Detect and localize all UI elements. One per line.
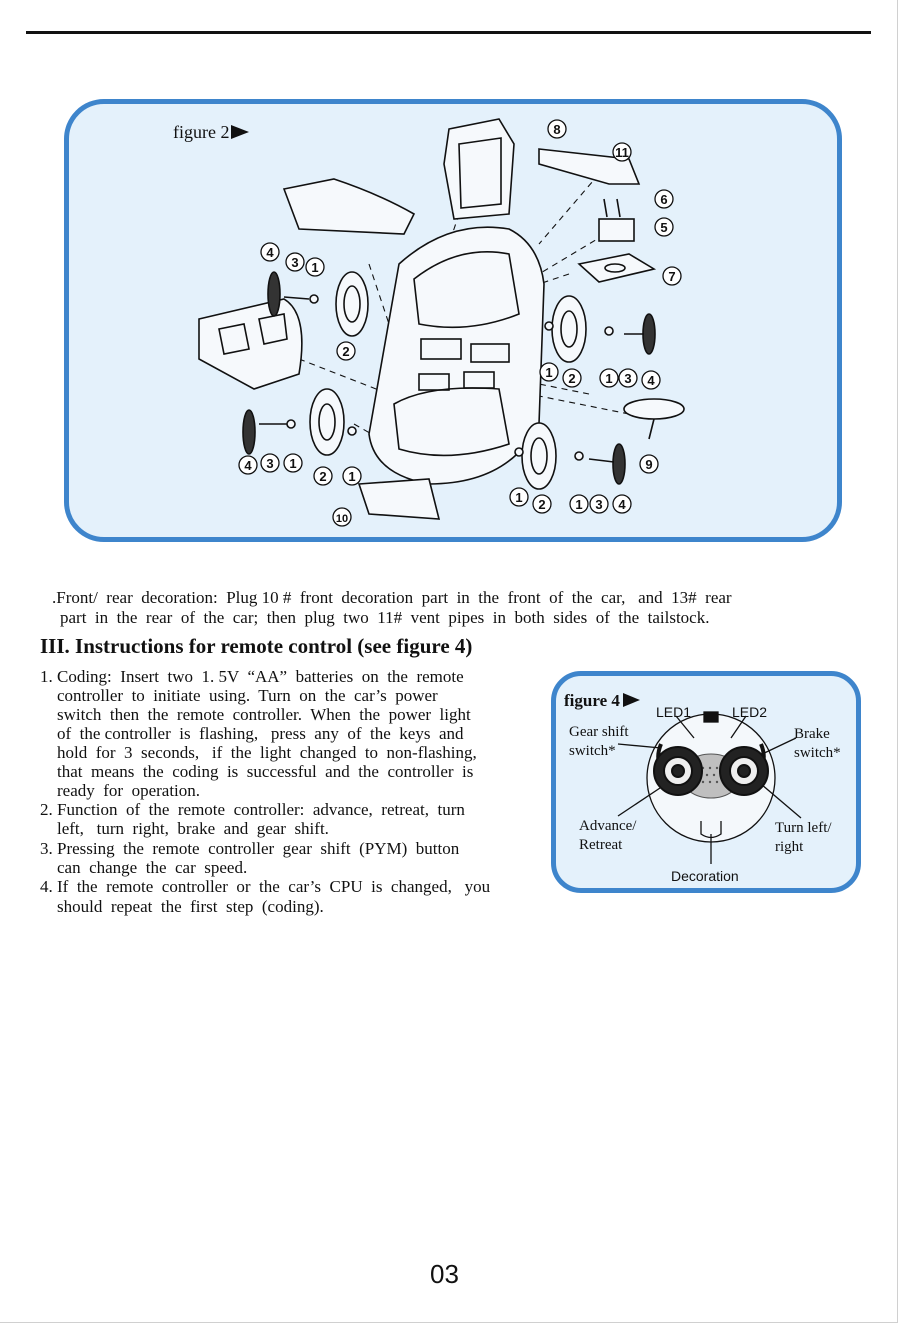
- callout-1: 1: [289, 456, 296, 471]
- instruction-line: controller to initiate using. Turn on th…: [40, 686, 438, 705]
- callout-3: 3: [266, 456, 273, 471]
- brake-label: Brake: [794, 726, 830, 742]
- callout-5: 5: [660, 220, 667, 235]
- decoration-label: Decoration: [671, 868, 739, 884]
- callout-7: 7: [668, 269, 675, 284]
- advance-label: Advance/: [579, 818, 637, 834]
- callout-3: 3: [291, 255, 298, 270]
- instruction-line: 4. If the remote controller or the car’s…: [40, 877, 491, 896]
- decoration-line-1: .Front/ rear decoration: Plug 10 # front…: [52, 588, 732, 607]
- callout-4: 4: [244, 458, 252, 473]
- turn-label-2: right: [775, 839, 804, 855]
- instruction-line: ready for operation.: [40, 781, 201, 800]
- arrow-right-icon: [622, 693, 640, 707]
- instruction-line: can change the car speed.: [40, 858, 248, 877]
- callout-4: 4: [266, 245, 274, 260]
- figure-2-label-text: figure 2: [173, 122, 230, 142]
- figure-4-label-text: figure 4: [564, 691, 620, 710]
- callout-4: 4: [647, 373, 655, 388]
- figure-4-panel: figure 4 LED1 LED2 Gear shift switch* Br…: [551, 671, 861, 893]
- page-number: 03: [430, 1259, 459, 1289]
- decoration-line-2: part in the rear of the car; then plug t…: [60, 608, 710, 627]
- gear-shift-label-2: switch*: [569, 743, 616, 759]
- instruction-line: switch then the remote controller. When …: [40, 705, 471, 724]
- arrow-right-icon: [231, 125, 250, 139]
- instruction-line: that means the coding is successful and …: [40, 762, 474, 781]
- callout-2: 2: [319, 469, 326, 484]
- callout-2: 2: [568, 371, 575, 386]
- section-heading: III. Instructions for remote control (se…: [40, 634, 473, 658]
- figure-2-label: figure 2: [173, 122, 250, 143]
- callout-1: 1: [545, 365, 552, 380]
- figure-2-panel: figure 2: [64, 99, 842, 542]
- remote-controller-diagram: [617, 711, 802, 864]
- brake-label-2: switch*: [794, 745, 841, 761]
- instruction-line: 2. Function of the remote controller: ad…: [40, 800, 465, 819]
- instruction-line: 3. Pressing the remote controller gear s…: [40, 839, 460, 858]
- gear-shift-label: Gear shift: [569, 724, 629, 740]
- instruction-line: of the controller is flashing, press any…: [40, 724, 464, 743]
- callout-1: 1: [575, 497, 582, 512]
- led1-label: LED1: [656, 704, 692, 720]
- instruction-line: 1. Coding: Insert two 1. 5V “AA” batteri…: [40, 667, 464, 686]
- led2-label: LED2: [732, 704, 768, 720]
- instruction-line: hold for 3 seconds, if the light changed…: [40, 743, 477, 762]
- callout-2: 2: [342, 344, 349, 359]
- callout-1: 1: [311, 260, 318, 275]
- callout-1: 1: [348, 469, 355, 484]
- car-exploded-diagram: 8 11 6 5 7 4 3 1 2 1 2 1 3 4 4 3 1 2 1 1…: [198, 118, 685, 527]
- turn-label: Turn left/: [775, 820, 832, 836]
- callout-1: 1: [605, 371, 612, 386]
- advance-label-2: Retreat: [579, 837, 623, 853]
- callout-3: 3: [624, 371, 631, 386]
- callout-11: 11: [615, 145, 629, 160]
- callout-3: 3: [595, 497, 602, 512]
- callout-9: 9: [645, 457, 652, 472]
- callout-8: 8: [553, 122, 560, 137]
- callout-2: 2: [538, 497, 545, 512]
- callout-6: 6: [660, 192, 667, 207]
- callout-4: 4: [618, 497, 626, 512]
- callout-10: 10: [336, 513, 348, 525]
- header-rule: [26, 31, 871, 34]
- instruction-line: should repeat the first step (coding).: [40, 897, 324, 916]
- instruction-line: left, turn right, brake and gear shift.: [40, 819, 329, 838]
- callout-1: 1: [515, 490, 522, 505]
- figure-4-label: figure 4: [564, 691, 640, 711]
